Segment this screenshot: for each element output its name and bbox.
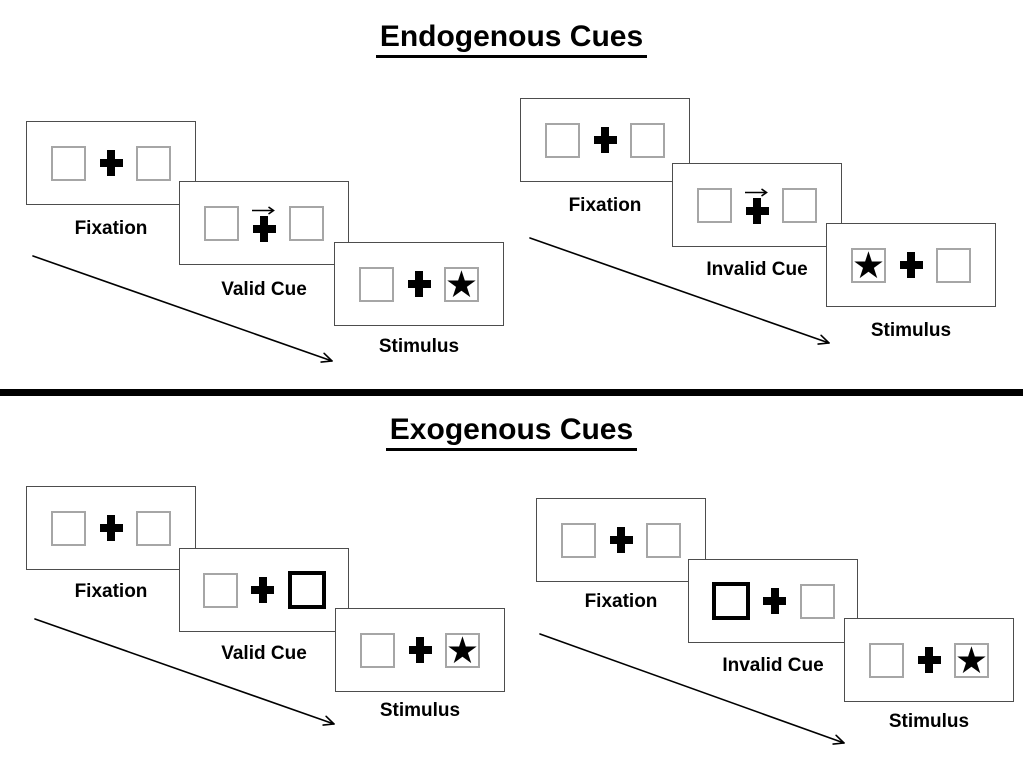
invalid-cue-panel bbox=[672, 163, 842, 247]
placeholder-box-left bbox=[697, 187, 732, 223]
fixation-cross-icon bbox=[899, 252, 923, 278]
fixation-cross-icon bbox=[251, 577, 274, 603]
stimulus-label: Stimulus bbox=[379, 700, 461, 721]
placeholder-box-right bbox=[936, 247, 971, 283]
cue-arrow-right-icon bbox=[252, 205, 275, 215]
placeholder-box-right bbox=[782, 187, 817, 223]
invalid-cue-label: Invalid Cue bbox=[722, 655, 824, 676]
placeholder-box-right bbox=[289, 205, 324, 241]
placeholder-box-left bbox=[202, 572, 238, 608]
target-box: ★ bbox=[444, 262, 479, 306]
cue-arrow-right-icon bbox=[745, 187, 768, 197]
stimulus-label: Stimulus bbox=[888, 711, 970, 732]
fixation-panel bbox=[26, 121, 196, 205]
placeholder-box-left bbox=[561, 522, 596, 558]
star-icon: ★ bbox=[954, 638, 989, 682]
stimulus-panel: ★ bbox=[826, 223, 996, 307]
stimulus-label: Stimulus bbox=[870, 320, 952, 341]
stimulus-panel: ★ bbox=[335, 608, 505, 692]
target-box: ★ bbox=[445, 628, 480, 672]
placeholder-box-right bbox=[646, 522, 681, 558]
section-title-text: Exogenous Cues bbox=[385, 413, 638, 451]
star-icon: ★ bbox=[444, 262, 479, 306]
section-title-text: Endogenous Cues bbox=[375, 20, 648, 58]
fixation-label: Fixation bbox=[74, 581, 148, 602]
placeholder-box-left bbox=[869, 642, 904, 678]
time-sequence-arrow-icon bbox=[539, 633, 845, 745]
placeholder-box-right bbox=[630, 122, 665, 158]
cue-highlight-box bbox=[711, 582, 750, 620]
endogenous-section-title: Endogenous Cues bbox=[0, 20, 1023, 58]
valid-cue-panel bbox=[179, 548, 349, 632]
invalid-cue-label: Invalid Cue bbox=[706, 259, 808, 280]
stimulus-label: Stimulus bbox=[378, 336, 460, 357]
time-sequence-arrow-icon bbox=[32, 255, 333, 363]
time-sequence-arrow-icon bbox=[529, 237, 830, 345]
fixation-cross-icon bbox=[99, 515, 123, 541]
target-box: ★ bbox=[851, 243, 886, 287]
placeholder-box-right bbox=[136, 145, 171, 181]
fixation-label: Fixation bbox=[568, 195, 642, 216]
fixation-cross-icon bbox=[593, 127, 617, 153]
fixation-panel bbox=[536, 498, 706, 582]
exogenous-section-title: Exogenous Cues bbox=[0, 413, 1023, 451]
placeholder-box-left bbox=[545, 122, 580, 158]
valid-cue-label: Valid Cue bbox=[221, 279, 307, 300]
placeholder-box-left bbox=[51, 145, 86, 181]
placeholder-box-right bbox=[136, 510, 171, 546]
cue-highlight-box bbox=[287, 571, 326, 609]
fixation-cross-icon bbox=[745, 197, 769, 224]
fixation-cross-icon bbox=[408, 637, 432, 663]
stimulus-panel: ★ bbox=[334, 242, 504, 326]
fixation-cross-icon bbox=[407, 271, 431, 297]
section-divider bbox=[0, 389, 1023, 396]
valid-cue-panel bbox=[179, 181, 349, 265]
target-box: ★ bbox=[954, 638, 989, 682]
invalid-cue-panel bbox=[688, 559, 858, 643]
fixation-label: Fixation bbox=[74, 218, 148, 239]
fixation-panel bbox=[26, 486, 196, 570]
valid-cue-label: Valid Cue bbox=[221, 643, 307, 664]
placeholder-box-left bbox=[51, 510, 86, 546]
fixation-cross-icon bbox=[99, 150, 123, 176]
fixation-label: Fixation bbox=[584, 591, 658, 612]
placeholder-box-left bbox=[204, 205, 239, 241]
fixation-cross-icon bbox=[763, 588, 786, 614]
fixation-cross-icon bbox=[917, 647, 941, 673]
star-icon: ★ bbox=[851, 243, 886, 287]
time-sequence-arrow-icon bbox=[34, 618, 335, 726]
stimulus-panel: ★ bbox=[844, 618, 1014, 702]
fixation-cross-icon bbox=[252, 215, 276, 242]
star-icon: ★ bbox=[445, 628, 480, 672]
placeholder-box-left bbox=[360, 632, 395, 668]
placeholder-box-left bbox=[359, 266, 394, 302]
fixation-cross-icon bbox=[609, 527, 633, 553]
fixation-panel bbox=[520, 98, 690, 182]
placeholder-box-right bbox=[799, 583, 835, 619]
